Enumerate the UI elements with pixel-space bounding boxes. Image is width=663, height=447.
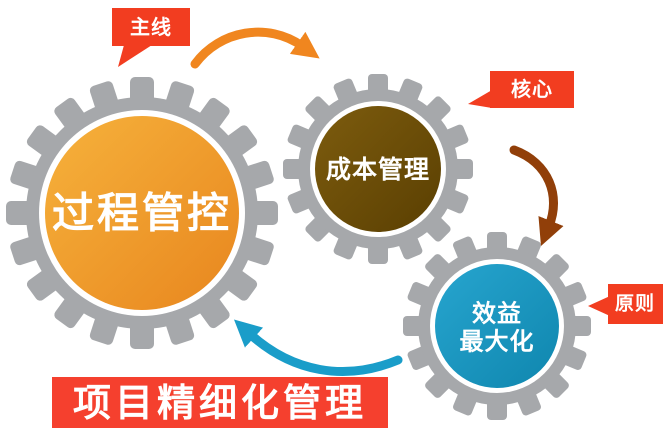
title-banner: 项目精细化管理 [52, 377, 388, 428]
gear-benefit-label-line2: 最大化 [460, 328, 535, 356]
callout-main-line-label: 主线 [130, 15, 172, 39]
gear-process-control: 过程管控 [6, 77, 278, 349]
gear-benefit-face [435, 264, 559, 388]
gear-benefit-max: 效益 最大化 [403, 232, 591, 420]
arrow-benefit-to-process [233, 319, 403, 376]
callout-principle-label: 原则 [615, 293, 655, 315]
gear-process-label: 过程管控 [52, 190, 232, 237]
gear-cost-label: 成本管理 [326, 155, 430, 184]
callout-principle-box [608, 284, 663, 324]
arrow-cost-to-benefit [509, 145, 564, 247]
callout-core: 核心 [468, 71, 574, 108]
callout-main-line-box [112, 8, 190, 46]
callout-core-pointer [468, 90, 492, 108]
callout-principle-pointer [588, 296, 610, 316]
callout-main-line-pointer [118, 45, 152, 67]
gear-cost-face [315, 106, 441, 232]
title-banner-label: 项目精细化管理 [73, 383, 367, 425]
gear-process-face [45, 116, 239, 310]
callout-principle: 原则 [588, 284, 663, 324]
arrow-main-to-cost [190, 27, 320, 69]
callout-main-line: 主线 [112, 8, 190, 67]
callout-core-label: 核心 [511, 77, 553, 101]
gear-benefit-label-line1: 效益 [472, 300, 522, 328]
title-banner-box [52, 377, 388, 428]
callout-core-box [490, 71, 574, 108]
gear-cost-management: 成本管理 [283, 74, 473, 264]
